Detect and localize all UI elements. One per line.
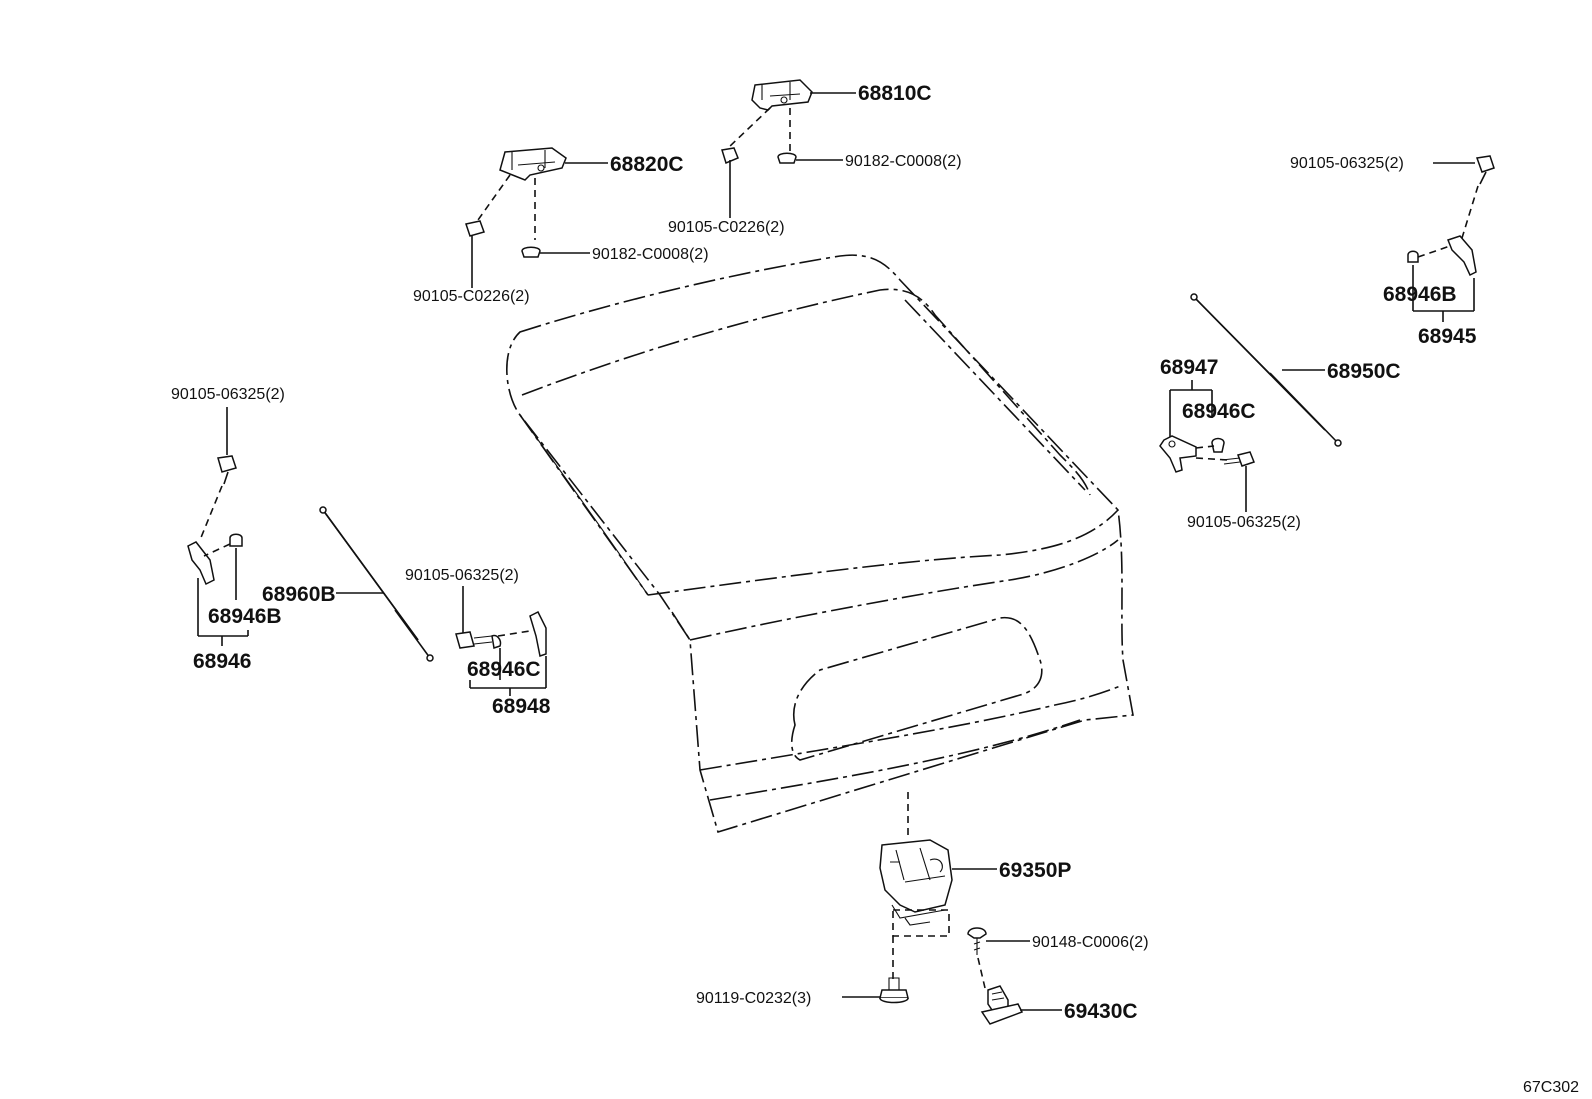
bracket-68947-leader [1169, 380, 1213, 440]
label-68950c: 68950C [1327, 360, 1401, 383]
label-68948: 68948 [492, 695, 551, 718]
bracket-68946b-upper-right [1407, 235, 1477, 277]
bolt-90105-c0226-left [465, 220, 485, 288]
bolt-90119-c0232 [842, 936, 909, 1004]
hinge-68810c [727, 79, 856, 155]
label-90182-c0008-left: 90182-C0008(2) [592, 246, 709, 263]
striker-69430c [980, 985, 1062, 1025]
label-68946c-right: 68946C [1182, 400, 1256, 423]
label-68947: 68947 [1160, 356, 1218, 379]
bolt-90105-06325-center [455, 586, 537, 649]
label-90105-06325-upper-right: 90105-06325(2) [1290, 155, 1404, 172]
screw-90148-c0006 [967, 927, 1030, 989]
label-68810c: 68810C [858, 82, 932, 105]
label-90105-c0226-left: 90105-C0226(2) [413, 288, 530, 305]
nut-90182-left [521, 246, 590, 258]
back-door-panel [506, 254, 1134, 834]
figure-code: 67C302 [1523, 1079, 1579, 1096]
label-68945: 68945 [1418, 325, 1477, 348]
label-90105-06325-center: 90105-06325(2) [405, 567, 519, 584]
label-90105-c0226-right: 90105-C0226(2) [668, 219, 785, 236]
label-90119-c0232: 90119-C0232(3) [696, 990, 811, 1007]
label-68820c: 68820C [610, 153, 684, 176]
label-68946b-left: 68946B [208, 605, 282, 628]
label-68960b: 68960B [262, 583, 336, 606]
label-68946: 68946 [193, 650, 251, 673]
strut-68950c [1190, 293, 1342, 447]
bolt-90105-c0226-right [721, 147, 739, 218]
hinge-68820c [477, 147, 608, 240]
label-69350p: 69350P [999, 859, 1071, 882]
label-90105-06325-lower-right: 90105-06325(2) [1187, 514, 1301, 531]
bracket-68945-leader [1412, 265, 1475, 322]
label-69430c: 69430C [1064, 1000, 1138, 1023]
bracket-68946-leader [197, 548, 249, 646]
label-68946b-upper-right: 68946B [1383, 283, 1457, 306]
bracket-68946c-right [1159, 435, 1255, 512]
label-90148-c0006: 90148-C0006(2) [1032, 934, 1149, 951]
nut-90182-right [777, 152, 843, 164]
bracket-68946b-left [187, 533, 243, 586]
bolt-90105-06325-upper-right [1433, 155, 1495, 239]
label-68946c-center: 68946C [467, 658, 541, 681]
bracket-68946c-center [469, 610, 547, 696]
label-90182-c0008-right: 90182-C0008(2) [845, 153, 962, 170]
strut-68960b [319, 506, 434, 662]
lock-69350p [879, 792, 997, 937]
label-90105-06325-left: 90105-06325(2) [171, 386, 285, 403]
bolt-90105-06325-left [199, 407, 237, 541]
